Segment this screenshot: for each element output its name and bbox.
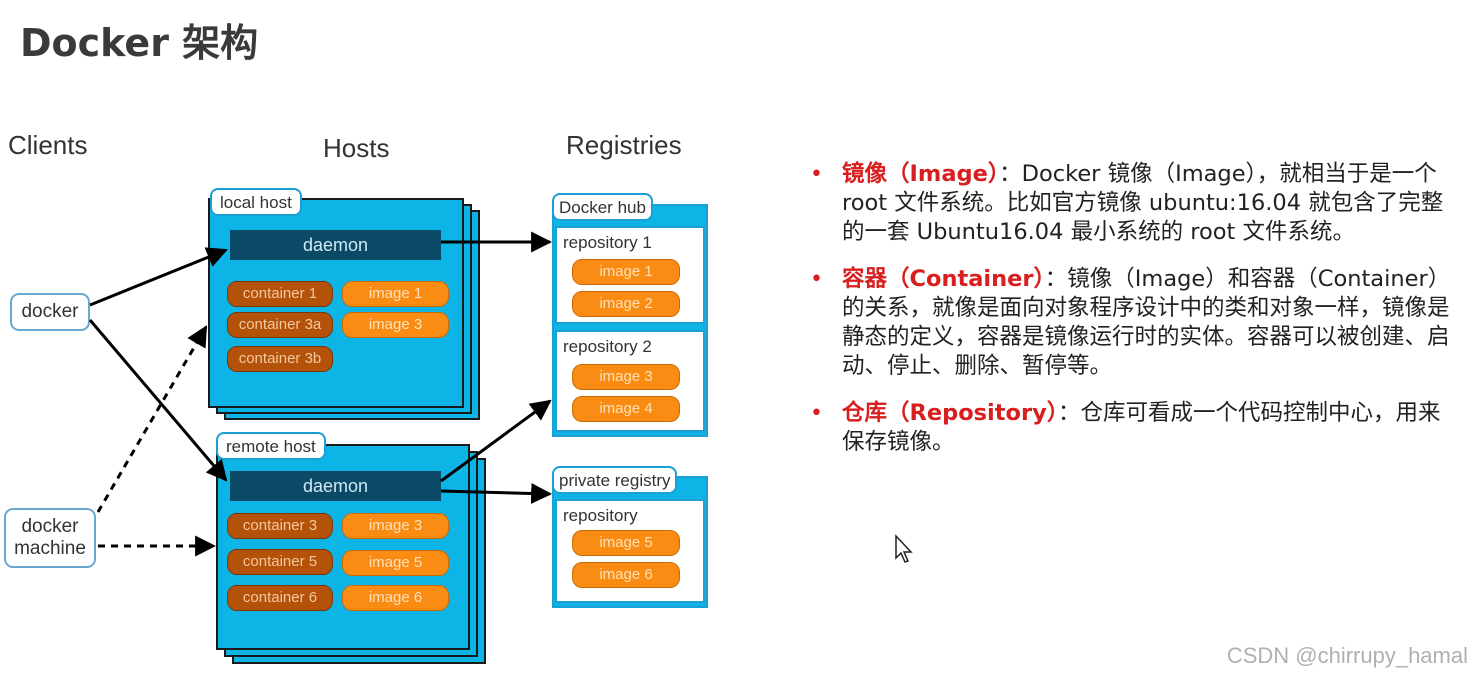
remote-image-5: image 5 <box>342 550 449 576</box>
hub-repo1-image-2: image 2 <box>572 291 680 317</box>
arrow-remote-daemon-to-docker-hub <box>440 399 552 483</box>
repository-2-label: repository 2 <box>563 337 652 356</box>
hub-repo1-image-1: image 1 <box>572 259 680 285</box>
arrow-remote-daemon-to-private-registry <box>440 482 553 504</box>
hosts-heading: Hosts <box>323 133 390 163</box>
remote-image-6: image 6 <box>342 585 449 611</box>
registries-heading: Registries <box>566 130 682 160</box>
private-image-5: image 5 <box>572 530 680 556</box>
arrow-machine-to-local-host <box>96 325 208 513</box>
local-daemon: daemon <box>230 230 441 260</box>
docker-hub-label: Docker hub <box>552 193 653 221</box>
hub-repo2-image-4: image 4 <box>572 396 680 422</box>
docker-machine-client: docker machine <box>4 508 96 568</box>
concept-container: • 容器（Container）：镜像（Image）和容器（Container）的… <box>810 265 1450 381</box>
arrow-docker-to-remote-daemon <box>88 319 228 482</box>
private-image-6: image 6 <box>572 562 680 588</box>
local-host-label: local host <box>210 188 302 216</box>
local-container-1: container 1 <box>227 281 333 307</box>
concept-term: 容器（Container） <box>842 266 1045 292</box>
concept-separator: ： <box>1044 266 1068 292</box>
repository-1-label: repository 1 <box>563 233 652 252</box>
docker-client-label: docker <box>21 301 79 323</box>
concept-text: 镜像（Image）和容器（Container）的关系，就像是面向对象程序设计中的… <box>842 266 1450 379</box>
bullet-icon: • <box>810 267 823 292</box>
concept-separator: ： <box>999 161 1022 187</box>
remote-image-3: image 3 <box>342 513 449 539</box>
local-image-3: image 3 <box>342 312 449 338</box>
concept-text: Docker 镜像（Image），就相当于是一个 root 文件系统。比如官方镜… <box>842 161 1444 245</box>
private-registry-label: private registry <box>552 466 678 494</box>
local-container-3a: container 3a <box>227 312 333 338</box>
remote-container-5: container 5 <box>227 549 333 575</box>
remote-daemon: daemon <box>230 471 441 501</box>
mouse-pointer-icon <box>895 534 913 563</box>
remote-container-3: container 3 <box>227 513 333 539</box>
concept-image: • 镜像（Image）：Docker 镜像（Image），就相当于是一个 roo… <box>810 160 1450 247</box>
local-image-1: image 1 <box>342 281 449 307</box>
concept-list: • 镜像（Image）：Docker 镜像（Image），就相当于是一个 roo… <box>810 160 1450 475</box>
slide-title: Docker 架构 <box>20 21 259 65</box>
local-container-3b: container 3b <box>227 346 333 372</box>
concept-separator: ： <box>1057 400 1081 426</box>
private-repository-label: repository <box>563 506 638 525</box>
watermark: CSDN @chirrupy_hamal <box>1226 643 1468 668</box>
arrow-docker-to-local-daemon <box>89 247 228 307</box>
docker-machine-label-line2: machine <box>14 538 86 559</box>
remote-container-6: container 6 <box>227 585 333 611</box>
hub-repo2-image-3: image 3 <box>572 364 680 390</box>
docker-client: docker <box>10 293 90 331</box>
concept-text: 仓库可看成一个代码控制中心，用来保存镜像。 <box>842 400 1441 455</box>
docker-machine-label-line1: docker <box>21 516 79 538</box>
concept-term: 镜像（Image） <box>842 161 1000 187</box>
bullet-icon: • <box>810 401 823 426</box>
remote-host-label: remote host <box>216 432 326 460</box>
concept-term: 仓库（Repository） <box>842 400 1058 426</box>
clients-heading: Clients <box>8 130 88 160</box>
concept-repository: • 仓库（Repository）：仓库可看成一个代码控制中心，用来保存镜像。 <box>810 399 1450 457</box>
bullet-icon: • <box>810 162 823 187</box>
